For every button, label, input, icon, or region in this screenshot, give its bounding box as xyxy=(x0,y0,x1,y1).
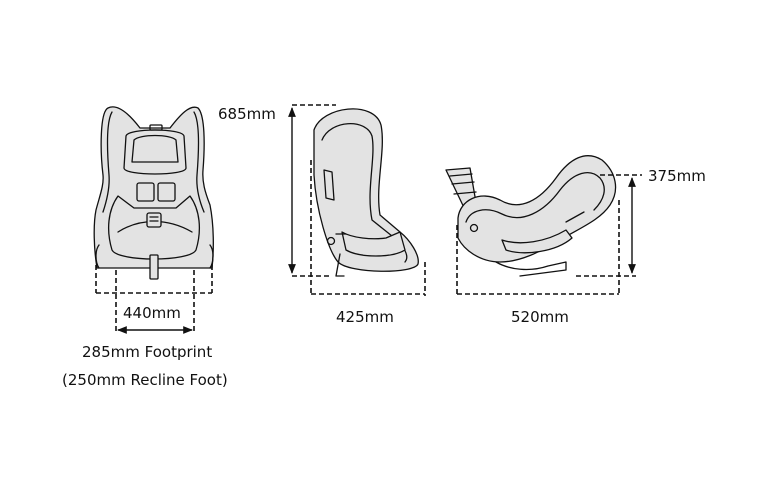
seat-side-view-reclined xyxy=(445,155,617,277)
width-front-label: 440mm xyxy=(123,304,181,322)
depth-reclined-label: 520mm xyxy=(511,308,569,326)
front-dimension-lines xyxy=(95,265,213,334)
footprint-label: 285mm Footprint xyxy=(82,343,213,361)
seat-side-view-upright xyxy=(313,108,419,277)
reclined-dimension-lines xyxy=(456,174,642,296)
seat-front-view xyxy=(93,106,214,280)
height-reclined-label: 375mm xyxy=(648,167,706,185)
upright-dimension-lines xyxy=(288,104,426,296)
recline-foot-label: (250mm Recline Foot) xyxy=(62,371,228,389)
depth-upright-label: 425mm xyxy=(336,308,394,326)
height-label: 685mm xyxy=(218,105,276,123)
